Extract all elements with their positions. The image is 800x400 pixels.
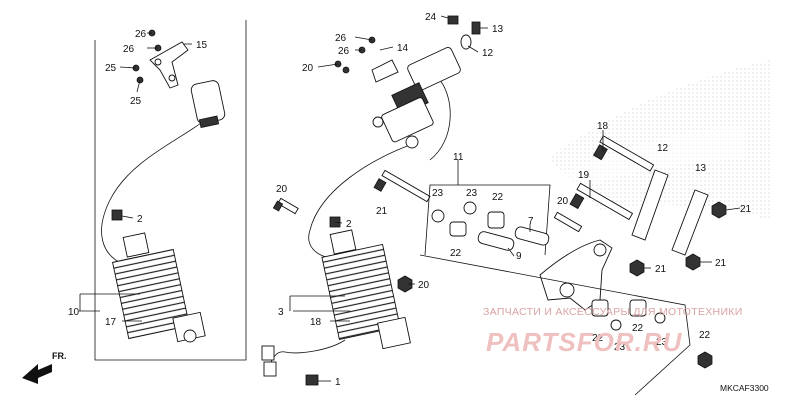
callout: 3: [278, 307, 284, 318]
frame-lines: [94, 20, 247, 361]
callout: 12: [482, 48, 494, 59]
callout: 24: [425, 12, 437, 23]
watermark-line-2: PARTSFOR.RU: [486, 327, 683, 357]
callout: 25: [105, 63, 117, 74]
bolts: [272, 135, 655, 233]
callout: 11: [453, 152, 464, 163]
nuts: [111, 15, 727, 386]
callout: 23: [656, 337, 668, 348]
callout: 19: [578, 170, 590, 181]
callout: 13: [695, 163, 707, 174]
callout: 20: [418, 280, 430, 291]
front-direction-arrow: FR.: [22, 351, 67, 384]
bracket-13: [149, 41, 189, 89]
center-shock-absorber: [261, 79, 451, 377]
callout: 20: [557, 196, 569, 207]
watermark-line-1: ЗАПЧАСТИ И АКСЕССУАРЫ ДЛЯ МОТОТЕХНИКИ: [483, 306, 743, 318]
link-rods: [631, 169, 709, 256]
callout: 21: [715, 258, 727, 269]
callout: 20: [302, 63, 314, 74]
direction-label: FR.: [52, 351, 67, 361]
callout: 22: [492, 192, 504, 203]
callout: 18: [597, 121, 609, 132]
preload-adjuster: [371, 34, 472, 149]
callout: 22: [450, 248, 462, 259]
callout: 22: [592, 333, 604, 344]
callout: 7: [528, 216, 534, 227]
callout: 26: [123, 44, 135, 55]
diagram-code: MKCAF3300: [720, 383, 769, 393]
left-shock-absorber: [101, 80, 226, 343]
callout: 17: [105, 317, 117, 328]
callout: 23: [614, 342, 626, 353]
callout: 23: [432, 188, 444, 199]
callout: 21: [655, 264, 667, 275]
callout: 22: [632, 323, 644, 334]
callout: 1: [335, 377, 341, 388]
callout: 21: [740, 204, 752, 215]
callout: 10: [68, 307, 80, 318]
callout: 9: [516, 251, 522, 262]
callout: 14: [397, 43, 409, 54]
callout: 21: [376, 206, 388, 217]
callout: 26: [338, 46, 350, 57]
link-bracket: [539, 239, 613, 311]
callout: 26: [135, 29, 147, 40]
callout: 13: [492, 24, 504, 35]
callout: 18: [310, 317, 322, 328]
callout-labels: 26 26 15 25 25 2 10 17 26 26 14 20 24 13…: [68, 12, 752, 388]
callout: 26: [335, 33, 347, 44]
callout: 2: [137, 214, 143, 225]
collars-and-seals: [431, 201, 666, 331]
bushing-set-box: [419, 184, 691, 396]
watermark-wing-logo: [548, 60, 770, 220]
callout: 15: [196, 40, 208, 51]
watermark-text: ЗАПЧАСТИ И АКСЕССУАРЫ ДЛЯ МОТОТЕХНИКИ PA…: [483, 306, 743, 357]
callout: 12: [657, 143, 669, 154]
leader-lines: [79, 15, 741, 382]
callout: 2: [346, 219, 352, 230]
callout: 22: [699, 330, 711, 341]
callout: 20: [276, 184, 288, 195]
callout: 25: [130, 96, 142, 107]
callout: 23: [466, 188, 478, 199]
